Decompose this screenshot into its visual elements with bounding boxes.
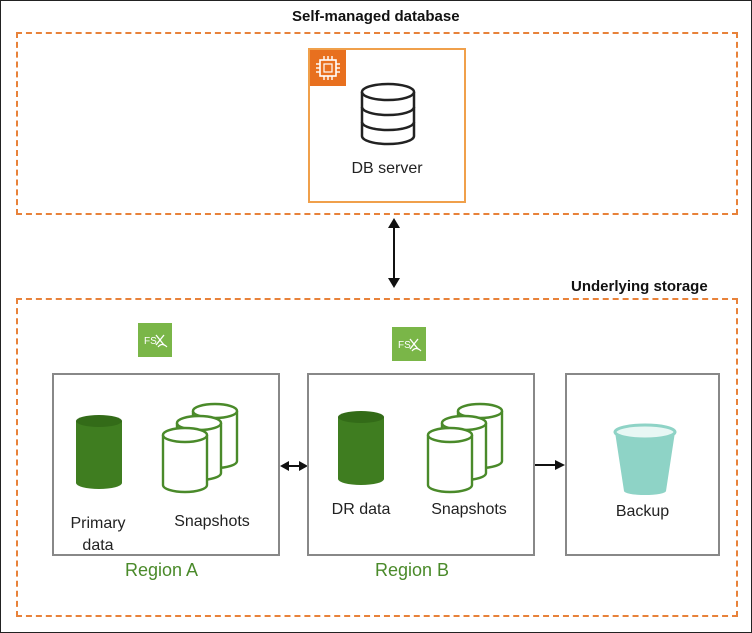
region-a-snapshots-label: Snapshots [174,513,250,530]
chip-icon [310,50,346,86]
snapshots-icon [426,402,504,494]
underlying-storage-group [16,298,738,617]
db-server-label: DB server [351,160,423,177]
backup-panel: Backup [565,373,720,556]
snapshots-icon [161,402,239,494]
primary-data-label: Primary data [70,515,126,554]
fsx-netapp-icon: FS [392,327,426,361]
self-managed-title: Self-managed database [292,8,460,25]
database-icon [76,415,122,489]
db-server-box: DB server [308,48,466,203]
backup-connector [535,460,565,470]
svg-text:FS: FS [398,340,411,351]
region-b-panel: DR data Snapshots [307,373,535,556]
database-icon [338,411,384,485]
fsx-netapp-icon: FS [138,323,172,357]
database-icon [360,82,416,146]
region-replication-connector [280,461,308,471]
backup-label: Backup [615,503,670,520]
backup-bucket-icon [613,423,677,495]
region-a-label: Region A [125,560,199,580]
dr-data-label: DR data [331,501,391,518]
region-a-panel: Primary data Snapshots [52,373,280,556]
underlying-storage-title: Underlying storage [571,278,708,295]
self-managed-group [16,32,738,215]
svg-text:FS: FS [144,336,157,347]
region-b-snapshots-label: Snapshots [431,501,507,518]
region-b-label: Region B [375,560,450,580]
server-storage-connector [388,218,400,288]
